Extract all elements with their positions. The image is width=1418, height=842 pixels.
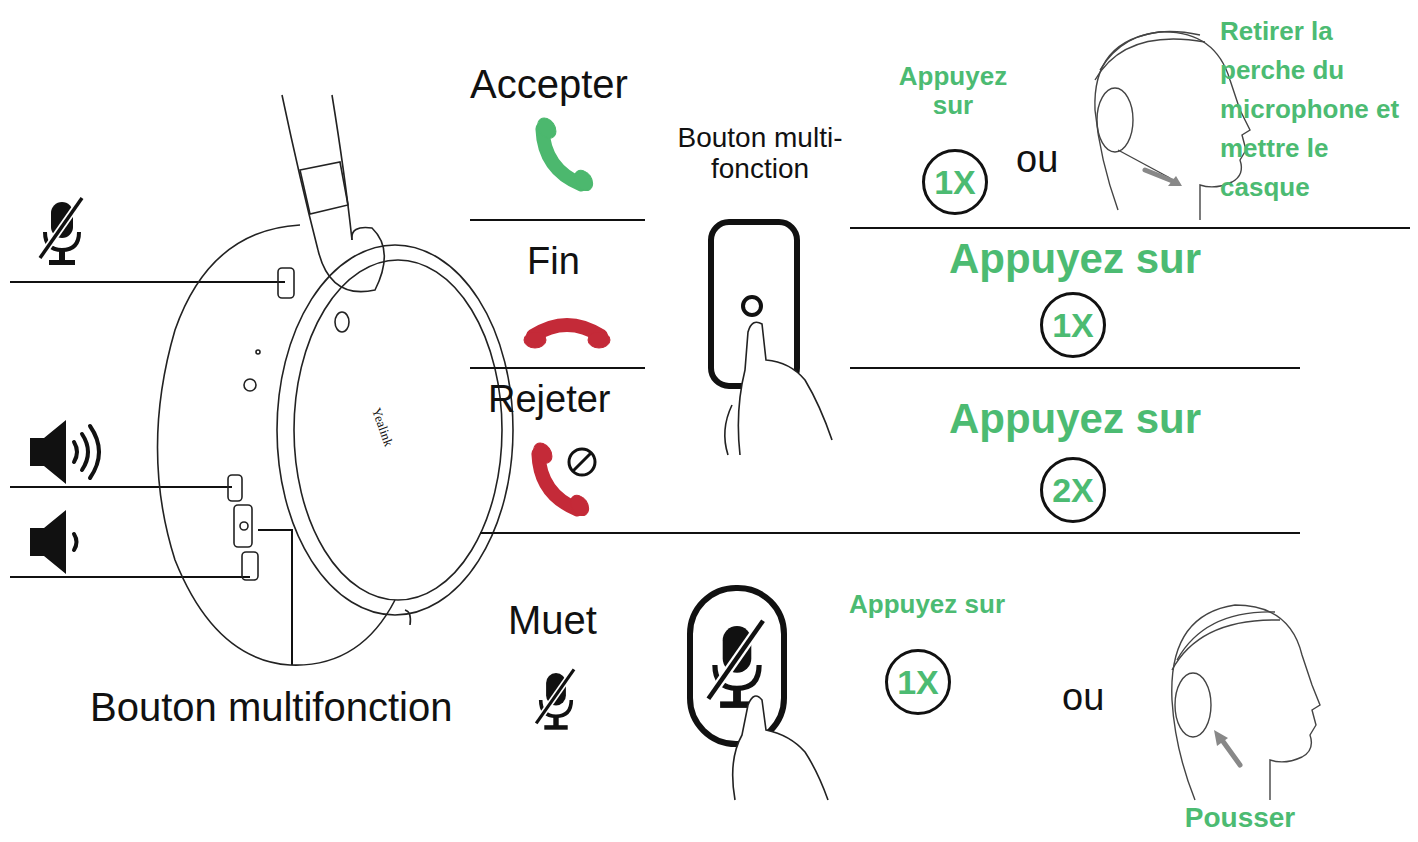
press-count: 1X [1052,306,1094,345]
count-circle: 1X [1040,292,1106,358]
label-text: ou [1062,676,1122,719]
label-text: Yealink [365,397,399,458]
label-text: Appuyez sur [900,395,1250,442]
label-text: Bouton multifonction [90,685,510,730]
label-text: Accepter [470,62,670,107]
label-text: ou [1016,138,1076,181]
count-circle: 1X [885,649,951,715]
label-text: Pousser [1150,802,1330,833]
press-count: 1X [897,663,939,702]
press-count: 1X [934,163,976,202]
label-text: Fin [527,240,627,283]
label-text: Retirer la perche du microphone et mettr… [1220,12,1416,207]
label-text: Bouton multi- fonction [660,122,860,185]
count-circle: 2X [1040,457,1106,523]
label-text: Appuyez sur [900,235,1250,282]
count-circle: 1X [922,149,988,215]
press-count: 2X [1052,471,1094,510]
label-text: Rejeter [488,378,648,421]
label-text: Appuyez sur [878,62,1028,120]
label-text: Muet [508,598,628,643]
label-text: Appuyez sur [812,590,1042,619]
